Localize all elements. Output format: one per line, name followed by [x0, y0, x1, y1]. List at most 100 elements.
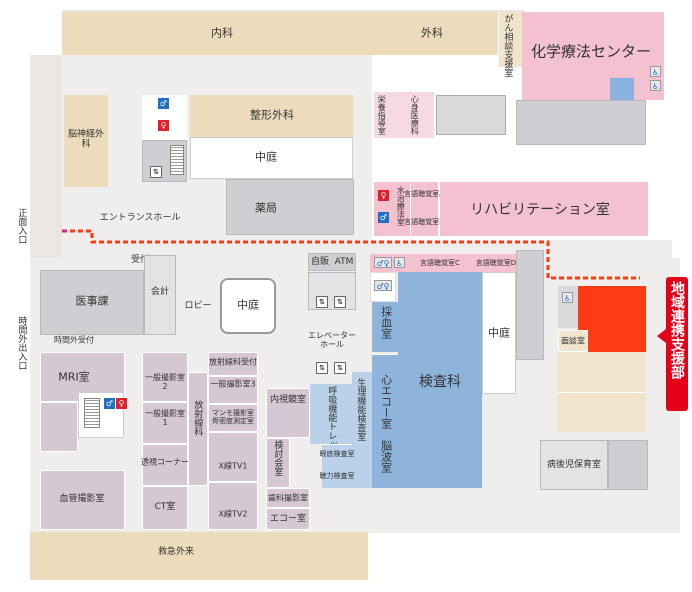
room-physiology: [352, 372, 372, 488]
room-mri-control: [40, 402, 78, 452]
room-echo: [266, 508, 310, 530]
highlight-community-liaison: [578, 286, 646, 352]
restroom-icon: ♂: [104, 398, 115, 409]
room-xray-3: [208, 376, 258, 404]
label-echo-heart: 心エコー室: [379, 374, 393, 429]
label-cancer-support: がん相談支援室: [502, 14, 513, 77]
room-neurosurgery: [64, 95, 108, 187]
courtyard-center: [220, 278, 276, 334]
callout-box: [666, 277, 688, 411]
restroom-icon: ♂: [158, 98, 169, 109]
restroom-icon: ♀: [158, 120, 169, 131]
courtyard-east: [482, 272, 516, 394]
label-dental-xray: 歯科撮影室: [268, 493, 308, 503]
label-after-hours-reception: 時間外受付: [54, 335, 94, 345]
label-pharmacy: 薬局: [255, 201, 277, 215]
room-ct: [142, 486, 188, 530]
label-elevator-hall: エレベーターホール: [308, 330, 356, 349]
label-hearing-room: 聴力検査室: [319, 471, 355, 480]
label-consult: 面談室: [561, 336, 585, 346]
room-consult: [558, 330, 588, 352]
room-rad-reception: [208, 352, 258, 376]
room-xray-1: [142, 402, 188, 444]
storage-block: [516, 100, 646, 145]
label-internal-medicine: 内科: [211, 26, 233, 40]
east-gray-room: [608, 440, 648, 490]
room-lab: [398, 272, 482, 488]
east-gray-block: [516, 250, 544, 360]
label-physiology: 生理機能検査室: [355, 378, 366, 441]
label-speech-a: 言語聴覚室A: [404, 189, 444, 198]
hearing-rooms: [370, 254, 516, 272]
label-lab: 検査科: [419, 373, 461, 390]
room-pharmacy: [226, 179, 354, 235]
wheelchair-icon: ♿: [650, 80, 661, 91]
callout-arrow: [657, 329, 666, 343]
elevator-icon: ⇅: [334, 296, 346, 308]
label-ct: CT室: [154, 501, 176, 512]
wheelchair-icon: ♿: [650, 66, 661, 77]
vending-atm: [308, 253, 356, 271]
elevator-icon: ⇅: [334, 362, 346, 374]
elevator-icon: ⇅: [316, 362, 328, 374]
label-front-entrance: 正面入口: [16, 208, 27, 244]
room-respiratory: [310, 384, 352, 444]
restroom-icon: ♀: [116, 398, 127, 409]
room-eye-hearing: [322, 444, 352, 488]
room-conference: [266, 438, 290, 488]
callout-label: 地域連携支援部: [669, 281, 685, 379]
label-mri: MRI室: [58, 370, 90, 384]
east-tan-room-2: [558, 392, 646, 432]
room-chemo-center: [522, 12, 664, 100]
elevator-icon: ⇅: [150, 166, 162, 178]
label-psychosomatic: 心身医療科: [410, 95, 420, 135]
label-xray-tv1: X線TV1: [218, 461, 248, 471]
label-rehabilitation: リハビリテーション室: [470, 201, 610, 218]
wheelchair-icon: ♿: [394, 257, 405, 268]
room-endoscopy: [266, 388, 310, 438]
label-courtyard-center: 中庭: [237, 298, 259, 312]
room-emergency: [30, 532, 368, 580]
label-general-xray-3: 一般撮影室3: [210, 379, 256, 389]
room-echo-eeg: [372, 354, 398, 488]
label-emergency: 救急外来: [157, 546, 195, 557]
label-after-hours-entrance: 時間外出入口: [16, 316, 27, 370]
label-xray-tv2: X線TV2: [218, 509, 248, 519]
room-orthopedics: [190, 95, 353, 137]
room-nutrition-psycho: [374, 92, 434, 138]
label-medical-affairs: 医事課: [75, 294, 109, 308]
label-rad-reception: 放射線科受付: [209, 357, 257, 367]
room-blood-collection: [372, 302, 398, 352]
stairs: [84, 398, 100, 428]
label-hearing-d: 言語聴覚室D: [475, 258, 517, 267]
label-orthopedics: 整形外科: [250, 108, 294, 122]
room-xray-tv2: [208, 482, 258, 530]
stairs: [170, 145, 184, 175]
room-fluoro-corner: [142, 444, 188, 486]
label-speech-b: 言語聴覚室B: [404, 217, 444, 226]
label-accounting: 会計: [150, 286, 170, 297]
label-courtyard-north: 中庭: [255, 150, 277, 164]
label-mammography: マンモ撮影室骨密度測定室: [212, 408, 254, 425]
label-reception: 受付: [130, 254, 150, 265]
room-xray-tv1: [208, 432, 258, 482]
label-hydrotherapy: 水治療法室: [396, 186, 406, 226]
label-conference: 検討会室: [272, 440, 283, 476]
label-atm: ATM: [334, 256, 354, 267]
label-fluoro-corner: 透視コーナー: [141, 457, 189, 467]
room-sick-childcare: [540, 440, 608, 490]
room-angiography: [40, 470, 125, 530]
label-general-xray-1: 一般撮影室1: [145, 408, 185, 427]
label-sick-childcare: 病後児保育室: [546, 459, 601, 470]
radiology-corridor: [188, 372, 208, 486]
service-room: [436, 95, 506, 135]
chemo-restroom: [610, 78, 634, 100]
room-internal-surgery: [62, 12, 498, 55]
room-mammography: [208, 404, 258, 432]
label-blood-collection: 採血室: [379, 306, 393, 339]
label-lobby: ロビー: [184, 300, 212, 311]
courtyard-north: [190, 137, 353, 179]
label-nutrition: 栄養指導室: [377, 95, 387, 135]
